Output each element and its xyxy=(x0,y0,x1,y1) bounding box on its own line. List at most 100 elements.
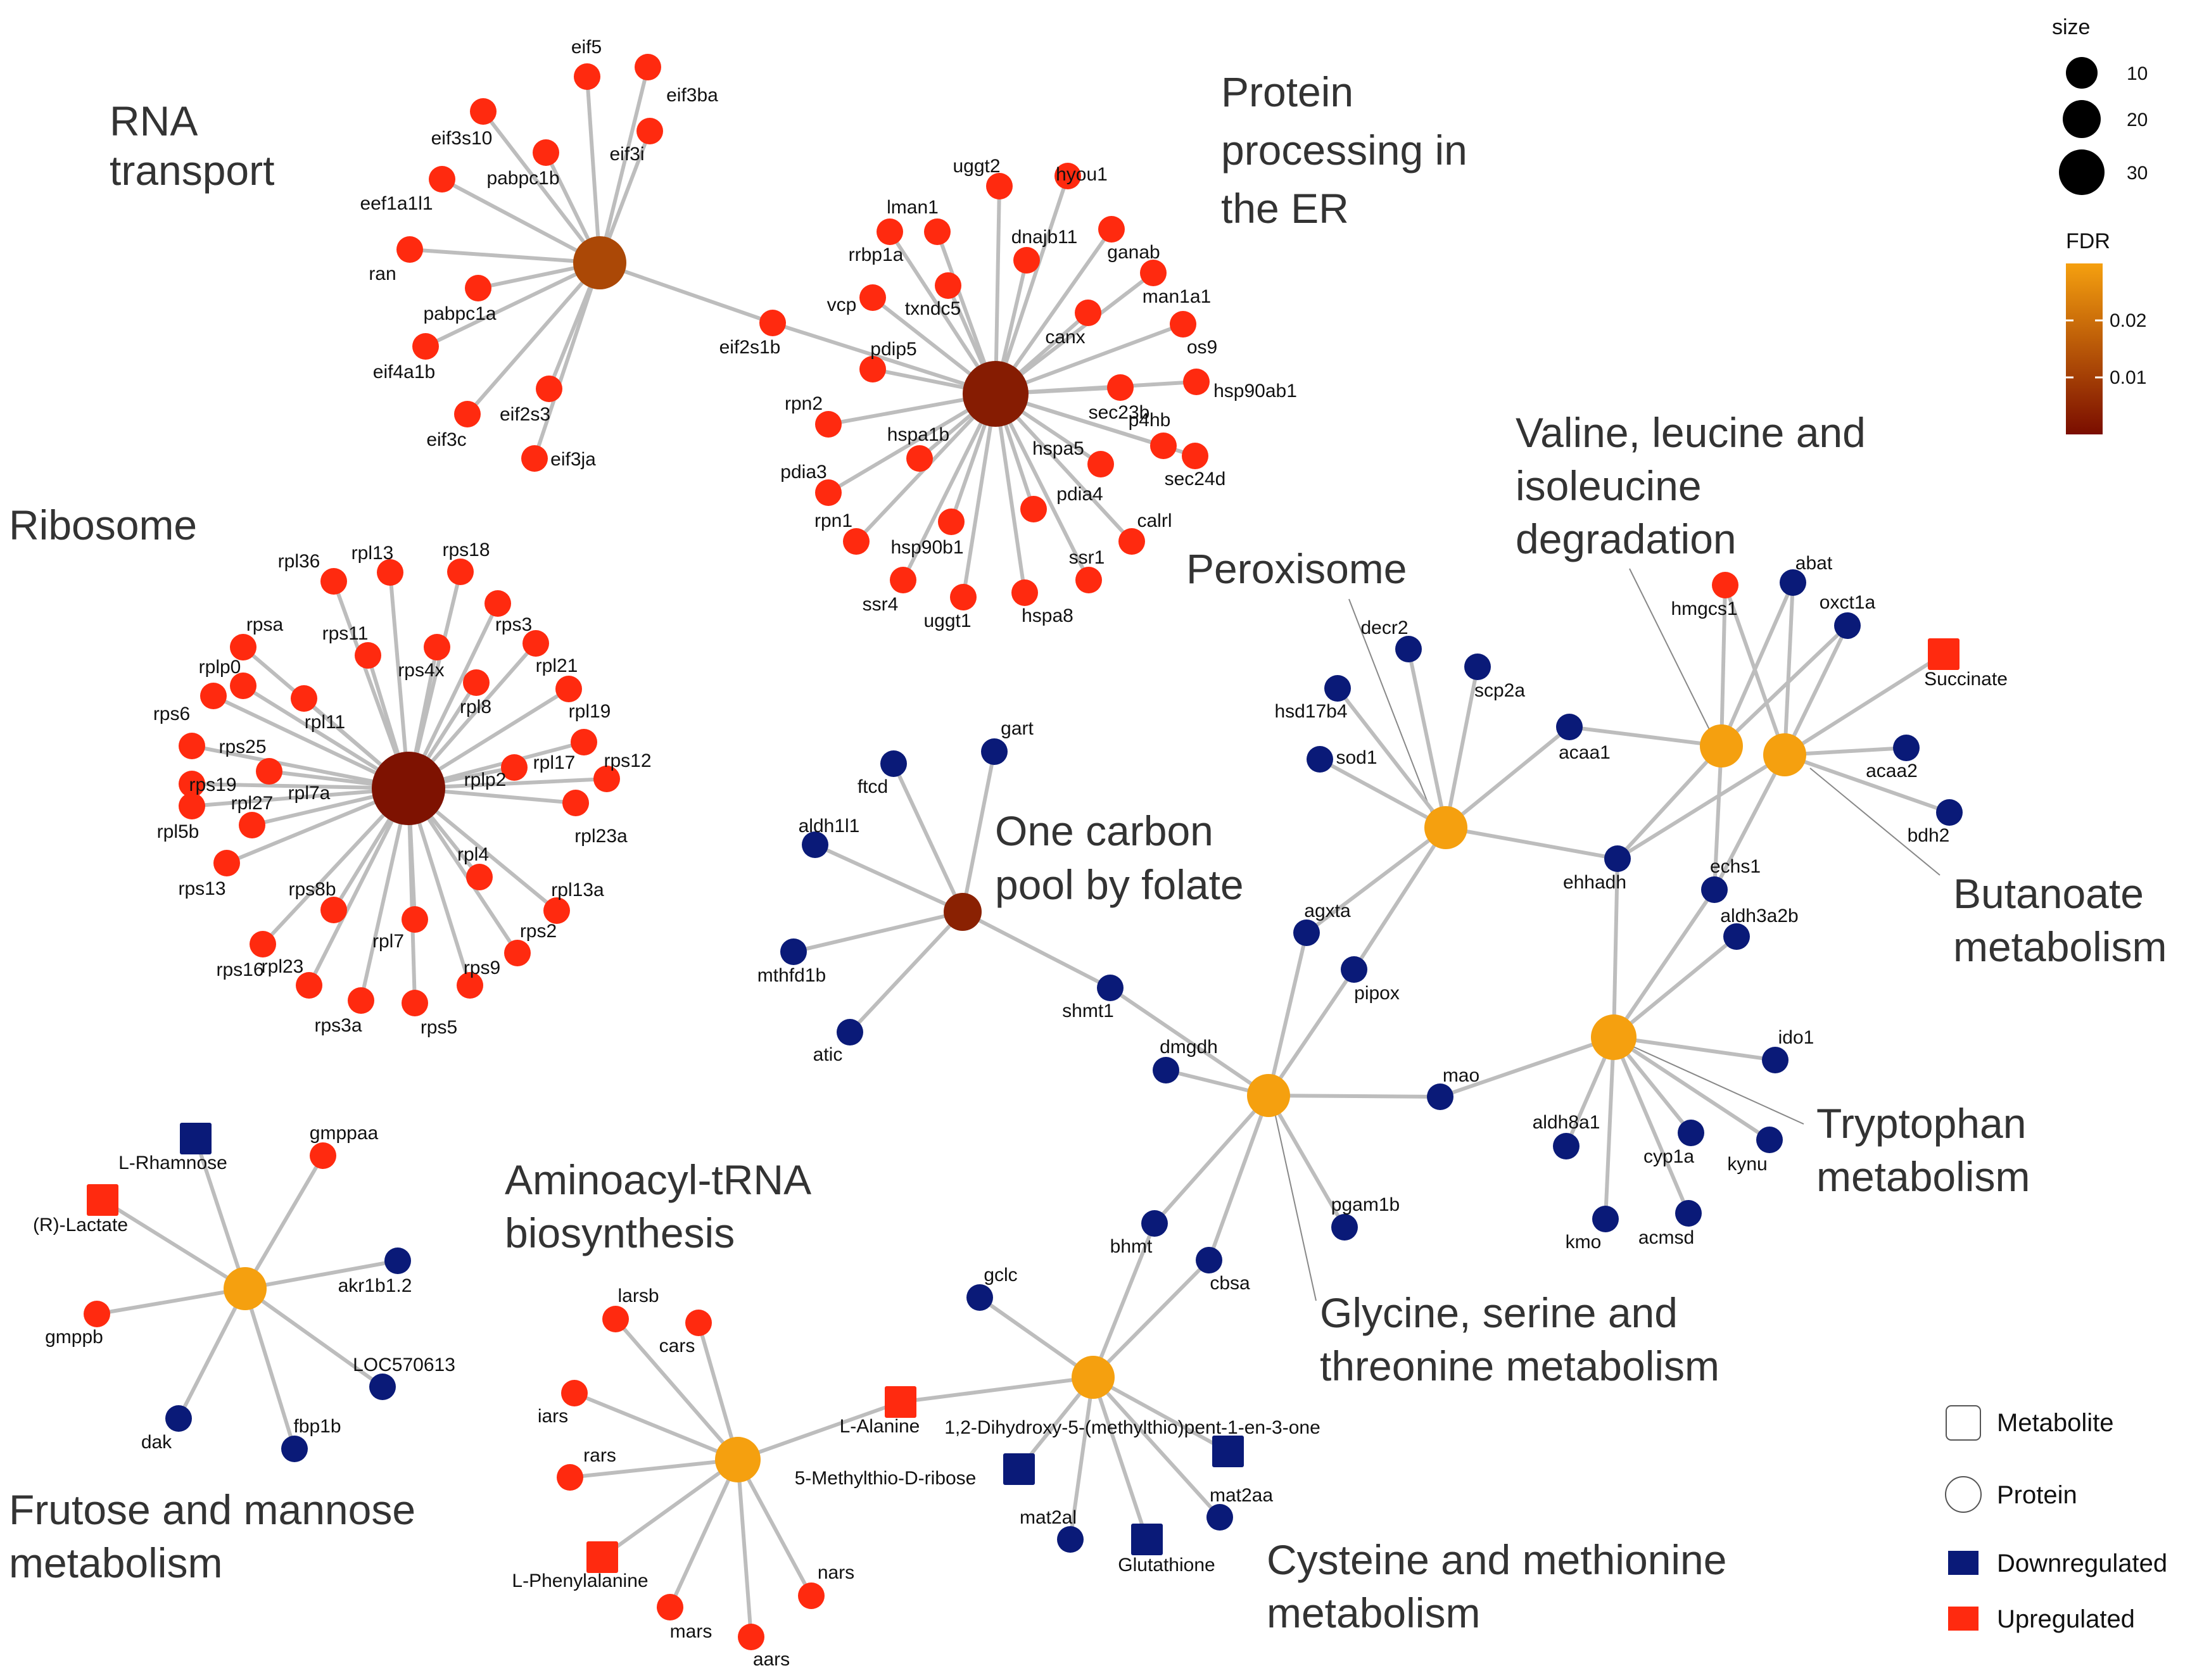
node-label-canx: canx xyxy=(1045,327,1085,348)
protein-node-eif3ba xyxy=(635,54,661,80)
protein-node-eif3ja xyxy=(521,445,548,472)
protein-node-rpl21 xyxy=(522,630,549,657)
protein-node-dmgdh xyxy=(1153,1057,1179,1083)
protein-node-acaa1 xyxy=(1556,714,1583,740)
edge-er-hspa8 xyxy=(994,393,1027,593)
edge-perox-decr2 xyxy=(1407,648,1448,828)
fdr-legend-title: FDR xyxy=(2066,229,2110,253)
protein-node-rps3 xyxy=(484,590,511,617)
protein-node-ido1 xyxy=(1762,1047,1789,1073)
protein-node-rpsa xyxy=(230,634,256,660)
edge-amino-aars xyxy=(736,1459,753,1638)
node-label-larsb: larsb xyxy=(617,1285,659,1306)
node-label-txndc5: txndc5 xyxy=(905,298,961,319)
legend-label-metabolite: Metabolite xyxy=(1997,1409,2114,1437)
edge-perox-agxta xyxy=(1305,826,1447,935)
protein-node-rps19 xyxy=(179,771,205,797)
node-label-rps2: rps2 xyxy=(520,921,557,942)
node-label-rrbp1a: rrbp1a xyxy=(849,244,904,265)
edge-cys-glutathione xyxy=(1091,1377,1149,1540)
protein-node-cars xyxy=(685,1310,712,1336)
pathway-label-line: Ribosome xyxy=(9,502,197,548)
protein-node-hspa1b xyxy=(906,445,933,472)
edge-fru-gmppb xyxy=(96,1287,246,1316)
size-legend-label-10: 10 xyxy=(2127,63,2148,84)
edge-perox-pipox xyxy=(1352,826,1448,971)
node-label-uggt2: uggt2 xyxy=(953,156,1000,177)
edge-oc-mthfd1b xyxy=(793,910,963,954)
edge-trp-kmo xyxy=(1604,1037,1616,1220)
node-label-pgam1b: pgam1b xyxy=(1331,1194,1400,1215)
pathway-label-line: transport xyxy=(110,147,274,194)
pathway-label-line: biosynthesis xyxy=(505,1209,735,1256)
node-label-sec24d: sec24d xyxy=(1165,469,1226,489)
pathway-hub-rna xyxy=(573,236,626,289)
protein-node-acmsd xyxy=(1675,1200,1702,1227)
node-label-sod1: sod1 xyxy=(1336,747,1377,768)
pathway-label-line: Aminoacyl-tRNA xyxy=(505,1156,811,1203)
edge-er-ganab xyxy=(994,228,1113,395)
node-label-eif3ja: eif3ja xyxy=(550,449,596,470)
pathway-hubs xyxy=(224,236,1806,1482)
node-label-akr1b1-2: akr1b1.2 xyxy=(338,1275,412,1296)
protein-node-hyou1 xyxy=(1054,163,1081,189)
pathway-hub-er xyxy=(963,361,1029,427)
node-label-os9: os9 xyxy=(1187,337,1217,358)
node-label-ganab: ganab xyxy=(1107,242,1160,263)
protein-node-rpl7a xyxy=(256,758,282,785)
size-legend: size xyxy=(2052,15,2090,39)
pathway-label-cys: Cysteine and methionine metabolism xyxy=(1267,1536,1726,1636)
protein-node-canx xyxy=(1075,300,1101,326)
protein-node-hmgcs1 xyxy=(1712,572,1738,598)
edge-fru-akr1b1-2 xyxy=(244,1259,398,1291)
protein-node-acaa2 xyxy=(1893,735,1920,761)
pathway-label-line: metabolism xyxy=(1267,1589,1480,1636)
node-label-pdia4: pdia4 xyxy=(1056,484,1103,505)
edge-fru-fbp1b xyxy=(243,1288,296,1449)
node-label-rps9: rps9 xyxy=(464,957,500,978)
pathway-label-line: Butanoate xyxy=(1953,870,2144,917)
protein-node-rpl4 xyxy=(466,864,493,890)
node-label-aldh1l1: aldh1l1 xyxy=(799,816,860,837)
node-label-mthfd1b: mthfd1b xyxy=(757,965,826,986)
node-label-mat2aa: mat2aa xyxy=(1210,1485,1273,1506)
edge-rib-rpl23 xyxy=(307,787,410,987)
protein-node-eif2s3 xyxy=(536,376,562,402)
edge-er-ssr4 xyxy=(901,393,997,581)
edge-rna-eif4a1b xyxy=(424,261,601,348)
node-label-rpl21: rpl21 xyxy=(536,655,578,676)
protein-node-mao xyxy=(1427,1083,1453,1110)
edge-er-man1a1 xyxy=(994,271,1155,396)
node-label-decr2: decr2 xyxy=(1360,617,1408,638)
pathway-hub-rib xyxy=(372,752,445,825)
pathway-label-line: Cysteine and methionine xyxy=(1267,1536,1726,1583)
protein-node-uggt1 xyxy=(950,584,977,610)
protein-node-rps5 xyxy=(402,990,428,1016)
pathway-hub-cys xyxy=(1072,1356,1115,1399)
node-label-aars: aars xyxy=(753,1649,790,1670)
protein-node-pdip5 xyxy=(859,356,886,382)
pathway-hub-val xyxy=(1700,724,1743,767)
node-label-uggt1: uggt1 xyxy=(923,610,971,631)
legend-up-swatch xyxy=(1948,1607,1979,1631)
node-label-rpl17: rpl17 xyxy=(533,752,576,773)
node-label-dmgdh: dmgdh xyxy=(1160,1037,1218,1058)
node-label-hsd17b4: hsd17b4 xyxy=(1274,701,1347,722)
node-label-rpl36: rpl36 xyxy=(278,551,320,572)
node-label-rps4x: rps4x xyxy=(398,660,444,681)
edge-perox-ehhadh xyxy=(1445,826,1618,861)
node-label-l-phenylalanine: L-Phenylalanine xyxy=(512,1570,648,1591)
edge-but-bdh2 xyxy=(1784,753,1950,814)
node-label-gart: gart xyxy=(1001,718,1034,739)
edge-amino-nars xyxy=(736,1458,813,1597)
edge-amino-larsb xyxy=(614,1318,740,1461)
edge-er-eif2s1b xyxy=(772,321,996,396)
node-label-eif2s3: eif2s3 xyxy=(500,404,550,425)
node-label-rpl8: rpl8 xyxy=(460,697,491,717)
edge-oc-ftcd xyxy=(892,762,965,913)
protein-node-eif3s10 xyxy=(470,98,497,125)
metabolite-node-5-methylthio-d-ribose xyxy=(1003,1453,1035,1485)
metabolite-node-l-rhamnose xyxy=(180,1123,212,1154)
node-label-l-alanine: L-Alanine xyxy=(840,1416,920,1437)
